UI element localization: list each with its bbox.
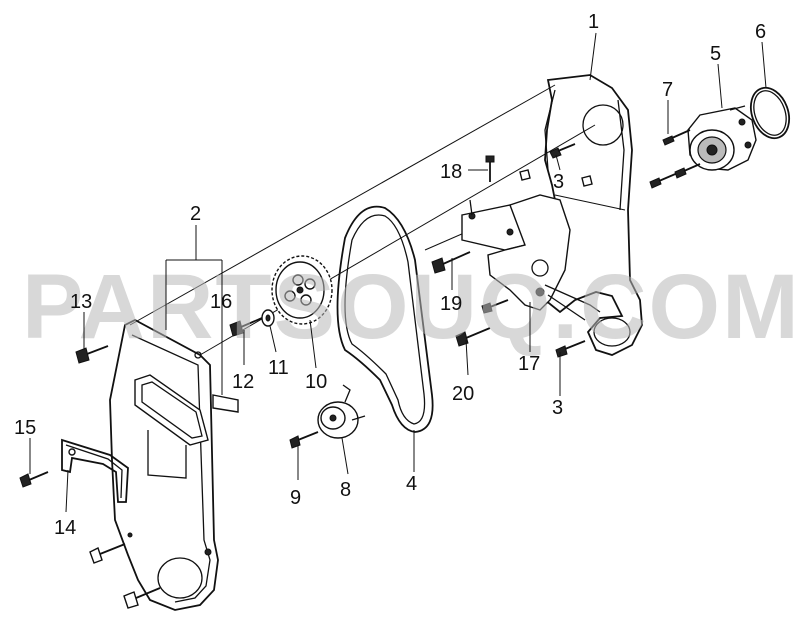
pump-bolts [649, 129, 701, 189]
cover-bolts-upper [519, 143, 593, 187]
callout-12: 12 [232, 371, 254, 393]
cover-bolt-lower [555, 340, 586, 358]
callout-2: 2 [190, 203, 201, 225]
gasket-bolt [19, 471, 49, 488]
bracket-long-bolt [431, 251, 471, 274]
water-pump [687, 105, 757, 171]
tensioner-pulley [317, 384, 366, 439]
front-timing-cover [109, 318, 219, 611]
callout-16: 16 [210, 291, 232, 313]
callout-15: 15 [14, 417, 36, 439]
callout-13: 13 [70, 291, 92, 313]
callout-3-upper: 3 [553, 171, 564, 193]
stud-bolt [485, 155, 495, 182]
cover-bolt-13 [75, 345, 109, 364]
callout-9: 9 [290, 487, 301, 509]
callout-11: 11 [268, 357, 289, 379]
callout-17: 17 [518, 353, 540, 375]
bracket-short-bolt [455, 299, 509, 347]
cover-bolts-lower [89, 543, 161, 609]
callout-numbers: 1 2 3 3 4 5 6 7 8 9 10 11 12 13 14 15 16… [14, 11, 766, 539]
callout-4: 4 [406, 473, 417, 495]
callout-8: 8 [340, 479, 351, 501]
callout-18: 18 [440, 161, 462, 183]
callout-14: 14 [54, 517, 76, 539]
tensioner-bracket [461, 194, 601, 321]
callout-5: 5 [710, 43, 721, 65]
timing-belt [336, 205, 434, 433]
callout-leaders [29, 32, 767, 513]
pump-o-ring [749, 86, 791, 140]
callout-20: 20 [452, 383, 474, 405]
callout-19: 19 [440, 293, 462, 315]
watermark-text: PARTSOUQ.COM [22, 256, 801, 358]
seal-strip [212, 394, 239, 413]
callout-6: 6 [755, 21, 766, 43]
callout-10: 10 [305, 371, 327, 393]
callout-1: 1 [588, 11, 599, 33]
sprocket-bolt [229, 317, 263, 337]
lower-gasket [61, 438, 129, 503]
pulley-bolt [289, 431, 319, 449]
camshaft-sprocket [271, 255, 333, 325]
callout-3-lower: 3 [552, 397, 563, 419]
callout-7: 7 [662, 79, 673, 101]
